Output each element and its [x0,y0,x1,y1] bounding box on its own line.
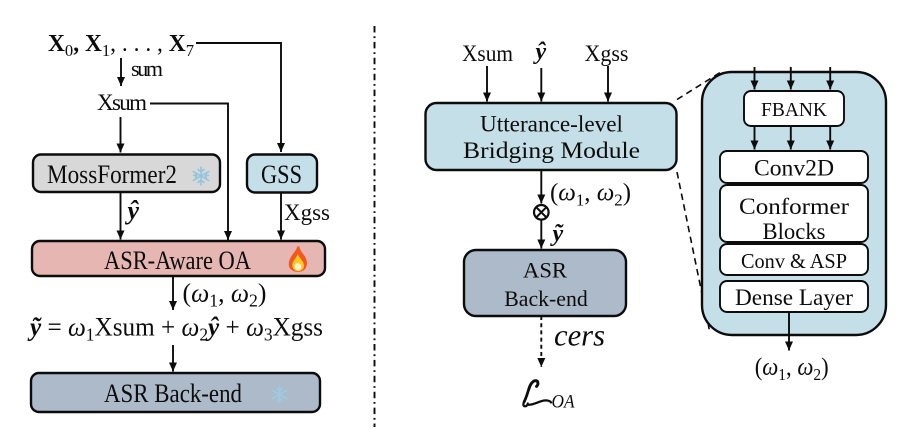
svg-text:Back-end: Back-end [504,286,588,311]
svg-text:cers: cers [554,318,605,353]
svg-text:(ω1, ω2): (ω1, ω2) [550,180,631,210]
svg-text:Utterance-level: Utterance-level [480,112,623,138]
svg-text:ỹ: ỹ [550,221,565,247]
svg-text:GSS: GSS [261,160,302,189]
svg-text:Conformer: Conformer [739,194,849,219]
svg-text:sum: sum [131,56,163,81]
svg-text:ŷ: ŷ [533,39,547,65]
svg-text:ỹ = ω1Xsum + ω2ŷ + ω3Xgss: ỹ = ω1Xsum + ω2ŷ + ω3Xgss [27,313,323,345]
svg-text:ASR: ASR [523,258,567,283]
svg-text:X0, X1, . . . , X7: X0, X1, . . . , X7 [48,31,194,60]
svg-text:Conv2D: Conv2D [754,156,834,181]
svg-text:Dense Layer: Dense Layer [735,285,853,310]
svg-text:Bridging Module: Bridging Module [463,138,640,164]
svg-text:ASR Back-end: ASR Back-end [104,379,242,408]
svg-text:Xgss: Xgss [585,41,629,67]
svg-text:Conv & ASP: Conv & ASP [741,249,847,273]
svg-text:Blocks: Blocks [763,219,826,244]
svg-text:Xsum: Xsum [97,90,147,115]
svg-text:(ω1, ω2): (ω1, ω2) [183,279,267,311]
svg-text:MossFormer2: MossFormer2 [47,160,177,189]
svg-text:Xgss: Xgss [284,200,330,225]
svg-text:(ω1, ω2): (ω1, ω2) [755,354,829,384]
svg-text:Xsum: Xsum [462,41,513,67]
svg-text:FBANK: FBANK [761,99,828,121]
svg-text:ŷ: ŷ [125,196,140,225]
svg-text:OA: OA [552,392,575,413]
svg-text:ASR-Aware OA: ASR-Aware OA [104,246,251,275]
